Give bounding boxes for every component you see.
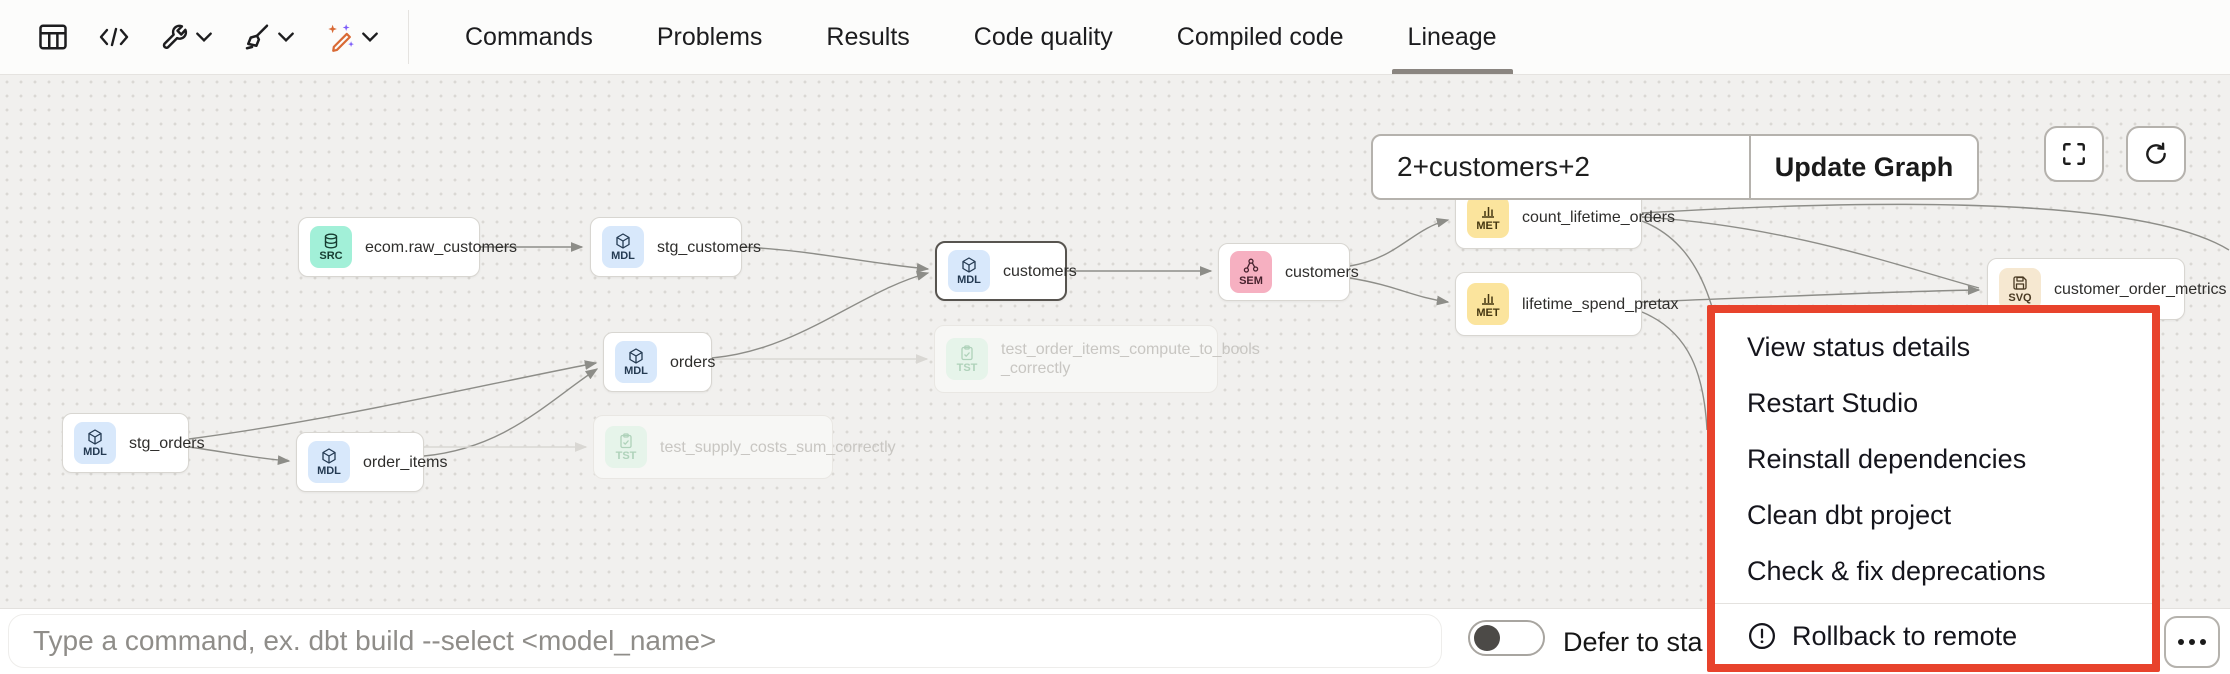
- edge-customers-semantic-to-lifetime-spend-pretax: [1349, 277, 1450, 306]
- more-options-button[interactable]: [2164, 616, 2220, 668]
- tab-compiled-code[interactable]: Compiled code: [1176, 22, 1344, 51]
- magic-edit-icon: [328, 24, 354, 52]
- toolbar-icon-group: [0, 13, 388, 61]
- tab-code-quality[interactable]: Code quality: [973, 22, 1113, 51]
- tab-lineage[interactable]: Lineage: [1376, 0, 1529, 74]
- edge-stg-customers-to-customers-model: [741, 246, 930, 273]
- node-label: stg_customers: [657, 238, 762, 256]
- node-label: ecom.raw_customers: [365, 238, 518, 256]
- code-view-button[interactable]: [88, 16, 140, 58]
- tst-badge-icon: TST: [946, 338, 988, 380]
- node-label: stg_orders: [129, 434, 205, 452]
- node-label: count_lifetime_orders: [1522, 208, 1675, 226]
- toggle-knob: [1474, 625, 1500, 651]
- mdl-badge-icon: MDL: [308, 441, 350, 483]
- menu-divider: [1715, 603, 2152, 604]
- fullscreen-button[interactable]: [2044, 126, 2104, 182]
- edge-lifetime-spend-pretax-to-customer-order-metrics: [1641, 285, 1981, 303]
- node-label: customers: [1003, 262, 1077, 280]
- table-icon: [39, 24, 67, 50]
- build-tools-button[interactable]: [150, 14, 222, 60]
- menu-item-label: Rollback to remote: [1792, 620, 2018, 651]
- node-label: lifetime_spend_pretax: [1522, 295, 1679, 313]
- table-preview-button[interactable]: [28, 15, 78, 59]
- tab-commands[interactable]: Commands: [465, 22, 593, 51]
- graph-filter-box: Update Graph: [1371, 134, 1979, 200]
- ellipsis-icon: [2200, 639, 2206, 645]
- lineage-node-customers-model[interactable]: MDL customers: [935, 241, 1077, 301]
- src-badge-icon: SRC: [310, 226, 352, 268]
- defer-label: Defer to sta: [1563, 626, 1703, 657]
- mdl-badge-icon: MDL: [615, 341, 657, 383]
- node-label: orders: [670, 353, 716, 371]
- refresh-icon: [2146, 142, 2166, 164]
- met-badge-icon: MET: [1467, 196, 1509, 238]
- node-label: test_order_items_compute_to_bools_correc…: [1001, 341, 1260, 377]
- broom-icon: [245, 24, 269, 50]
- refresh-graph-button[interactable]: [2126, 126, 2186, 182]
- edge-count-lifetime-orders-to-offscreen-right: [1641, 203, 2230, 251]
- svq-badge-icon: SVQ: [1999, 268, 2041, 310]
- lineage-node-test-supply-costs[interactable]: TST test_supply_costs_sum_correctly: [593, 415, 896, 479]
- node-label: customers: [1285, 263, 1359, 281]
- node-label: customer_order_metrics: [2054, 280, 2227, 298]
- menu-item-rollback-to-remote[interactable]: Rollback to remote: [1715, 608, 2152, 664]
- lineage-node-order-items[interactable]: MDL order_items: [296, 432, 447, 492]
- edge-orders-to-customers-model: [711, 271, 930, 359]
- chevron-down-icon: [278, 32, 294, 42]
- edge-count-lifetime-orders-to-customer-order-metrics: [1641, 216, 1980, 289]
- node-label: order_items: [363, 453, 448, 471]
- update-graph-button[interactable]: Update Graph: [1749, 136, 1977, 198]
- ai-edit-button[interactable]: [314, 13, 388, 61]
- tab-problems[interactable]: Problems: [656, 22, 763, 51]
- toolbar-divider: [408, 10, 409, 64]
- defer-toggle[interactable]: [1468, 620, 1545, 656]
- command-input-box: [8, 614, 1442, 668]
- top-toolbar: Commands Problems Results Code quality Compi…: [0, 0, 2230, 75]
- mdl-badge-icon: MDL: [948, 250, 990, 292]
- ellipsis-icon: [2178, 639, 2184, 645]
- menu-item-check-fix-deprecations[interactable]: Check & fix deprecations: [1747, 555, 2046, 586]
- tab-results[interactable]: Results: [826, 22, 910, 51]
- met-badge-icon: MET: [1467, 283, 1509, 325]
- fullscreen-icon: [2063, 143, 2085, 165]
- sem-badge-icon: SEM: [1230, 251, 1272, 293]
- lineage-node-test-order-items[interactable]: TST test_order_items_compute_to_bools_cor…: [934, 325, 1260, 393]
- edge-order-items-to-orders: [423, 368, 599, 457]
- chevron-down-icon: [196, 32, 212, 42]
- command-input[interactable]: [9, 625, 1441, 657]
- menu-item-restart-studio[interactable]: Restart Studio: [1747, 387, 1919, 418]
- chevron-down-icon: [362, 32, 378, 42]
- edge-stg-orders-to-orders: [188, 360, 598, 440]
- edge-lifetime-spend-pretax-to-hidden-below: [1641, 311, 1708, 431]
- alert-circle-icon: [1749, 623, 1775, 649]
- lineage-node-stg-customers[interactable]: MDL stg_customers: [590, 217, 761, 277]
- code-icon: [99, 27, 129, 47]
- lineage-node-customers-semantic[interactable]: SEM customers: [1218, 243, 1359, 301]
- menu-item-clean-dbt-project[interactable]: Clean dbt project: [1747, 499, 1952, 530]
- lineage-node-orders[interactable]: MDL orders: [603, 332, 716, 392]
- edge-customers-semantic-to-count-lifetime-orders: [1349, 217, 1450, 267]
- node-label: test_supply_costs_sum_correctly: [660, 438, 896, 456]
- graph-selector-input[interactable]: [1373, 136, 1749, 198]
- ellipsis-icon: [2189, 639, 2195, 645]
- panel-tabs: Commands Problems Results Code quality Compi…: [433, 0, 1529, 74]
- tst-badge-icon: TST: [605, 426, 647, 468]
- lineage-node-lifetime-spend-pretax[interactable]: MET lifetime_spend_pretax: [1455, 272, 1679, 336]
- menu-item-view-status-details[interactable]: View status details: [1747, 331, 1971, 362]
- lineage-node-raw-customers[interactable]: SRC ecom.raw_customers: [298, 217, 517, 277]
- mdl-badge-icon: MDL: [74, 422, 116, 464]
- clean-tools-button[interactable]: [232, 14, 304, 60]
- menu-item-reinstall-dependencies[interactable]: Reinstall dependencies: [1747, 443, 2027, 474]
- mdl-badge-icon: MDL: [602, 226, 644, 268]
- wrench-icon: [162, 24, 188, 49]
- lineage-node-stg-orders[interactable]: MDL stg_orders: [62, 413, 205, 473]
